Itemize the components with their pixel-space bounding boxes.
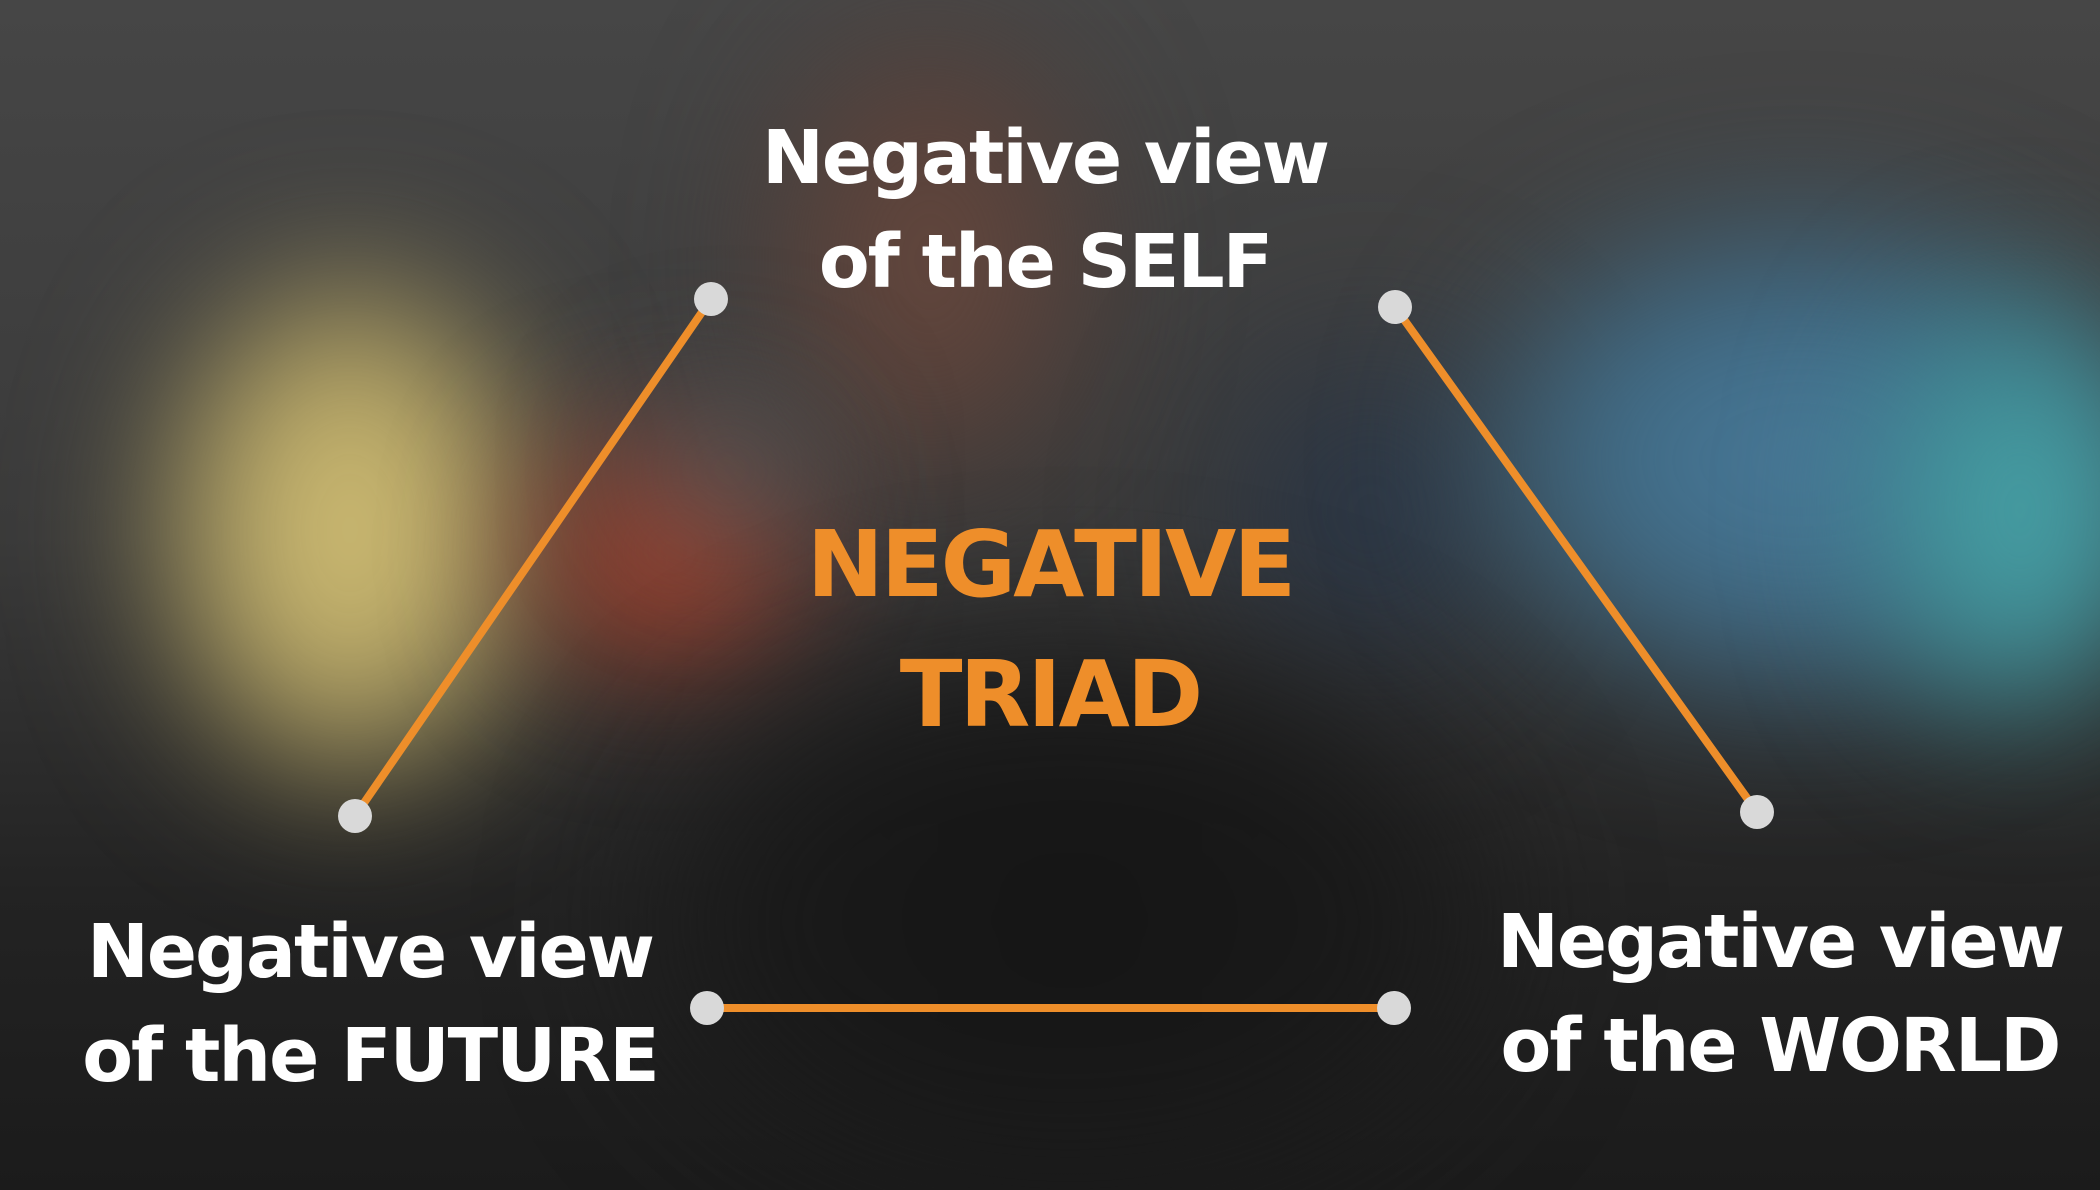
connector-self-future — [351, 295, 715, 820]
node-label-self: Negative view of the SELF — [730, 106, 1360, 314]
node-dot — [1378, 290, 1412, 324]
background-blur-lamp — [140, 250, 560, 810]
background-blur-body — [620, 620, 1520, 1190]
background-blur-cyan — [1860, 280, 2100, 740]
diagram-title: NEGATIVE TRIAD — [700, 500, 1400, 760]
node-dot — [1740, 795, 1774, 829]
node-label-line: of the WORLD — [1500, 1003, 2062, 1089]
node-label-future: Negative view of the FUTURE — [20, 900, 720, 1108]
connector-self-world — [1391, 303, 1761, 816]
node-label-line: Negative view — [86, 909, 655, 995]
title-line: NEGATIVE — [806, 511, 1296, 618]
background-blur-teal — [620, 380, 840, 560]
node-label-line: of the SELF — [818, 219, 1273, 305]
node-label-line: Negative view — [761, 115, 1330, 201]
node-dot — [694, 282, 728, 316]
node-label-line: Negative view — [1496, 899, 2065, 985]
node-label-line: of the FUTURE — [82, 1013, 660, 1099]
node-label-world: Negative view of the WORLD — [1460, 890, 2100, 1098]
node-dot — [690, 991, 724, 1025]
node-dot — [338, 799, 372, 833]
title-line: TRIAD — [899, 641, 1203, 748]
node-dot — [1377, 991, 1411, 1025]
